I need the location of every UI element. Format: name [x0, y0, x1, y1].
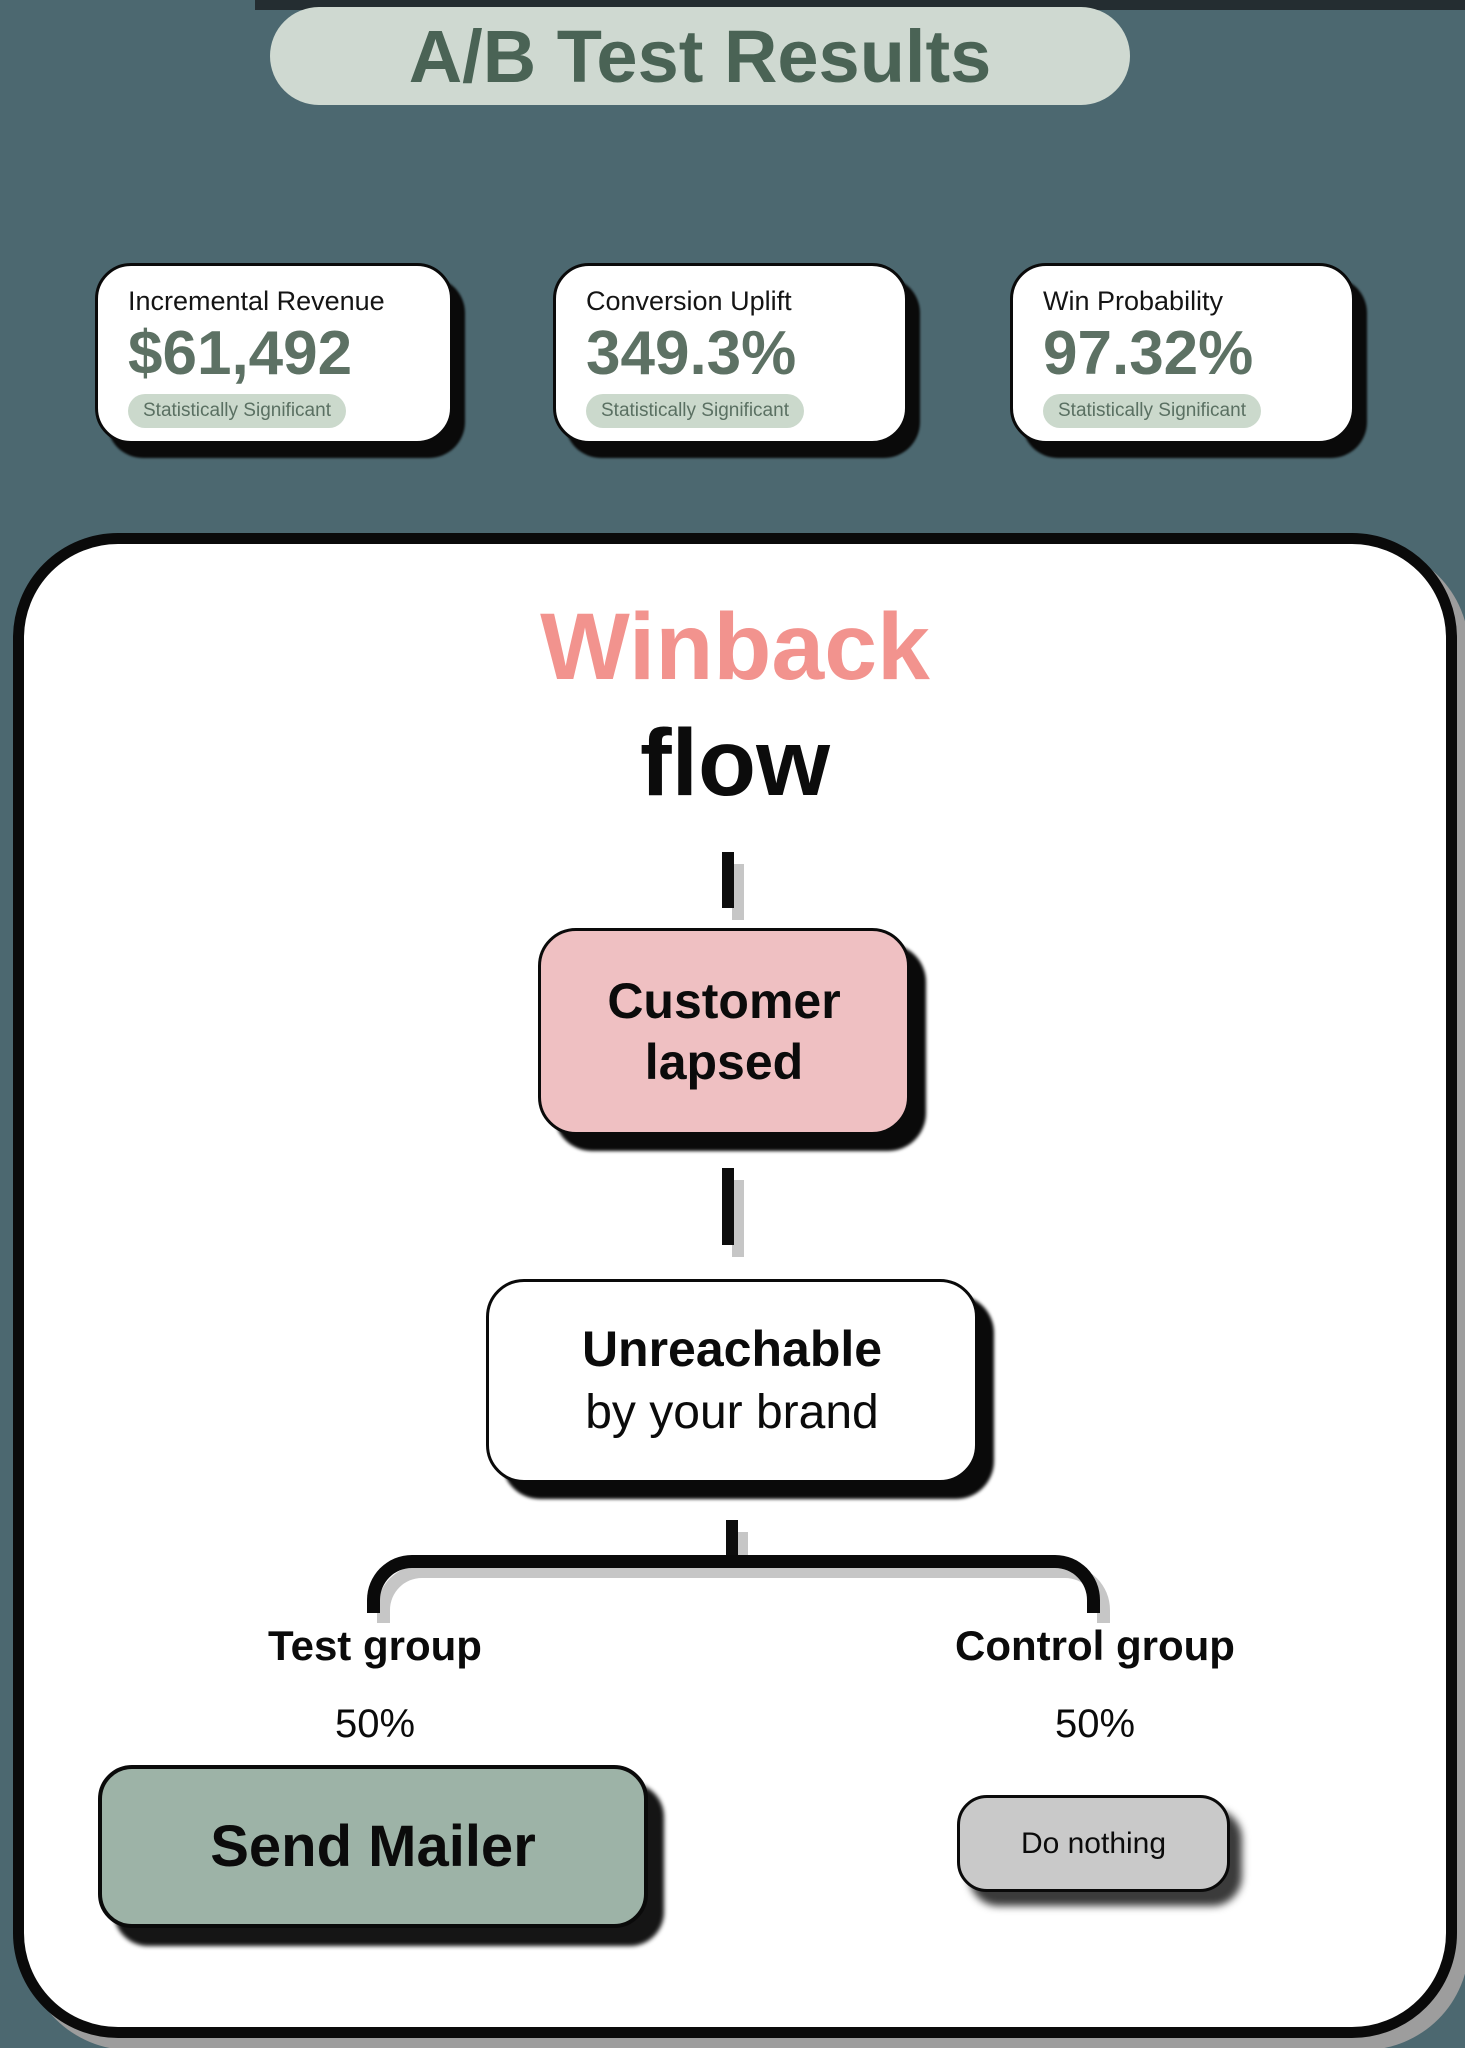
winback-flow-panel: Winback flow Customer lapsed Unreachable… [13, 533, 1457, 2038]
flow-title: Winback flow [24, 590, 1446, 822]
stat-value: 349.3% [586, 319, 797, 388]
node-text-line: Customer [607, 972, 841, 1029]
node-text-line: by your brand [585, 1386, 879, 1440]
control-group-label: Control group [955, 1622, 1235, 1669]
unreachable-node: Unreachable by your brand [486, 1279, 978, 1483]
flow-title-rest: flow [640, 709, 830, 816]
stat-card-incremental-revenue: Incremental Revenue $61,492 Statisticall… [95, 263, 453, 444]
stat-card-win-probability: Win Probability 97.32% Statistically Sig… [1010, 263, 1355, 444]
node-text-line: lapsed [644, 1033, 804, 1090]
test-group-label: Test group [268, 1622, 482, 1669]
node-text-line: Unreachable [581, 1321, 883, 1378]
top-shadow-strip [255, 0, 1465, 10]
stat-card-conversion-uplift: Conversion Uplift 349.3% Statistically S… [553, 263, 908, 444]
significance-badge: Statistically Significant [586, 394, 804, 429]
control-group-split: 50% [1054, 1702, 1136, 1746]
significance-badge: Statistically Significant [128, 394, 346, 429]
do-nothing-label: Do nothing [1020, 1826, 1167, 1860]
test-group-split: 50% [334, 1702, 416, 1746]
connector-line [722, 852, 744, 920]
stat-label: Win Probability [1043, 286, 1224, 316]
stat-label: Conversion Uplift [586, 286, 792, 316]
send-mailer-label: Send Mailer [210, 1814, 536, 1879]
page-title-pill: A/B Test Results [270, 7, 1130, 105]
connector-line [722, 1168, 744, 1257]
send-mailer-node: Send Mailer [98, 1765, 648, 1928]
stat-value: $61,492 [128, 319, 353, 388]
stat-label: Incremental Revenue [128, 286, 385, 316]
do-nothing-node: Do nothing [957, 1795, 1230, 1892]
page-title: A/B Test Results [408, 14, 992, 98]
customer-lapsed-node: Customer lapsed [538, 928, 910, 1135]
branch-connector [367, 1555, 1100, 1613]
connector-line [726, 1520, 748, 1572]
flow-title-accent: Winback [540, 594, 930, 700]
significance-badge: Statistically Significant [1043, 394, 1261, 429]
stat-value: 97.32% [1043, 319, 1254, 388]
